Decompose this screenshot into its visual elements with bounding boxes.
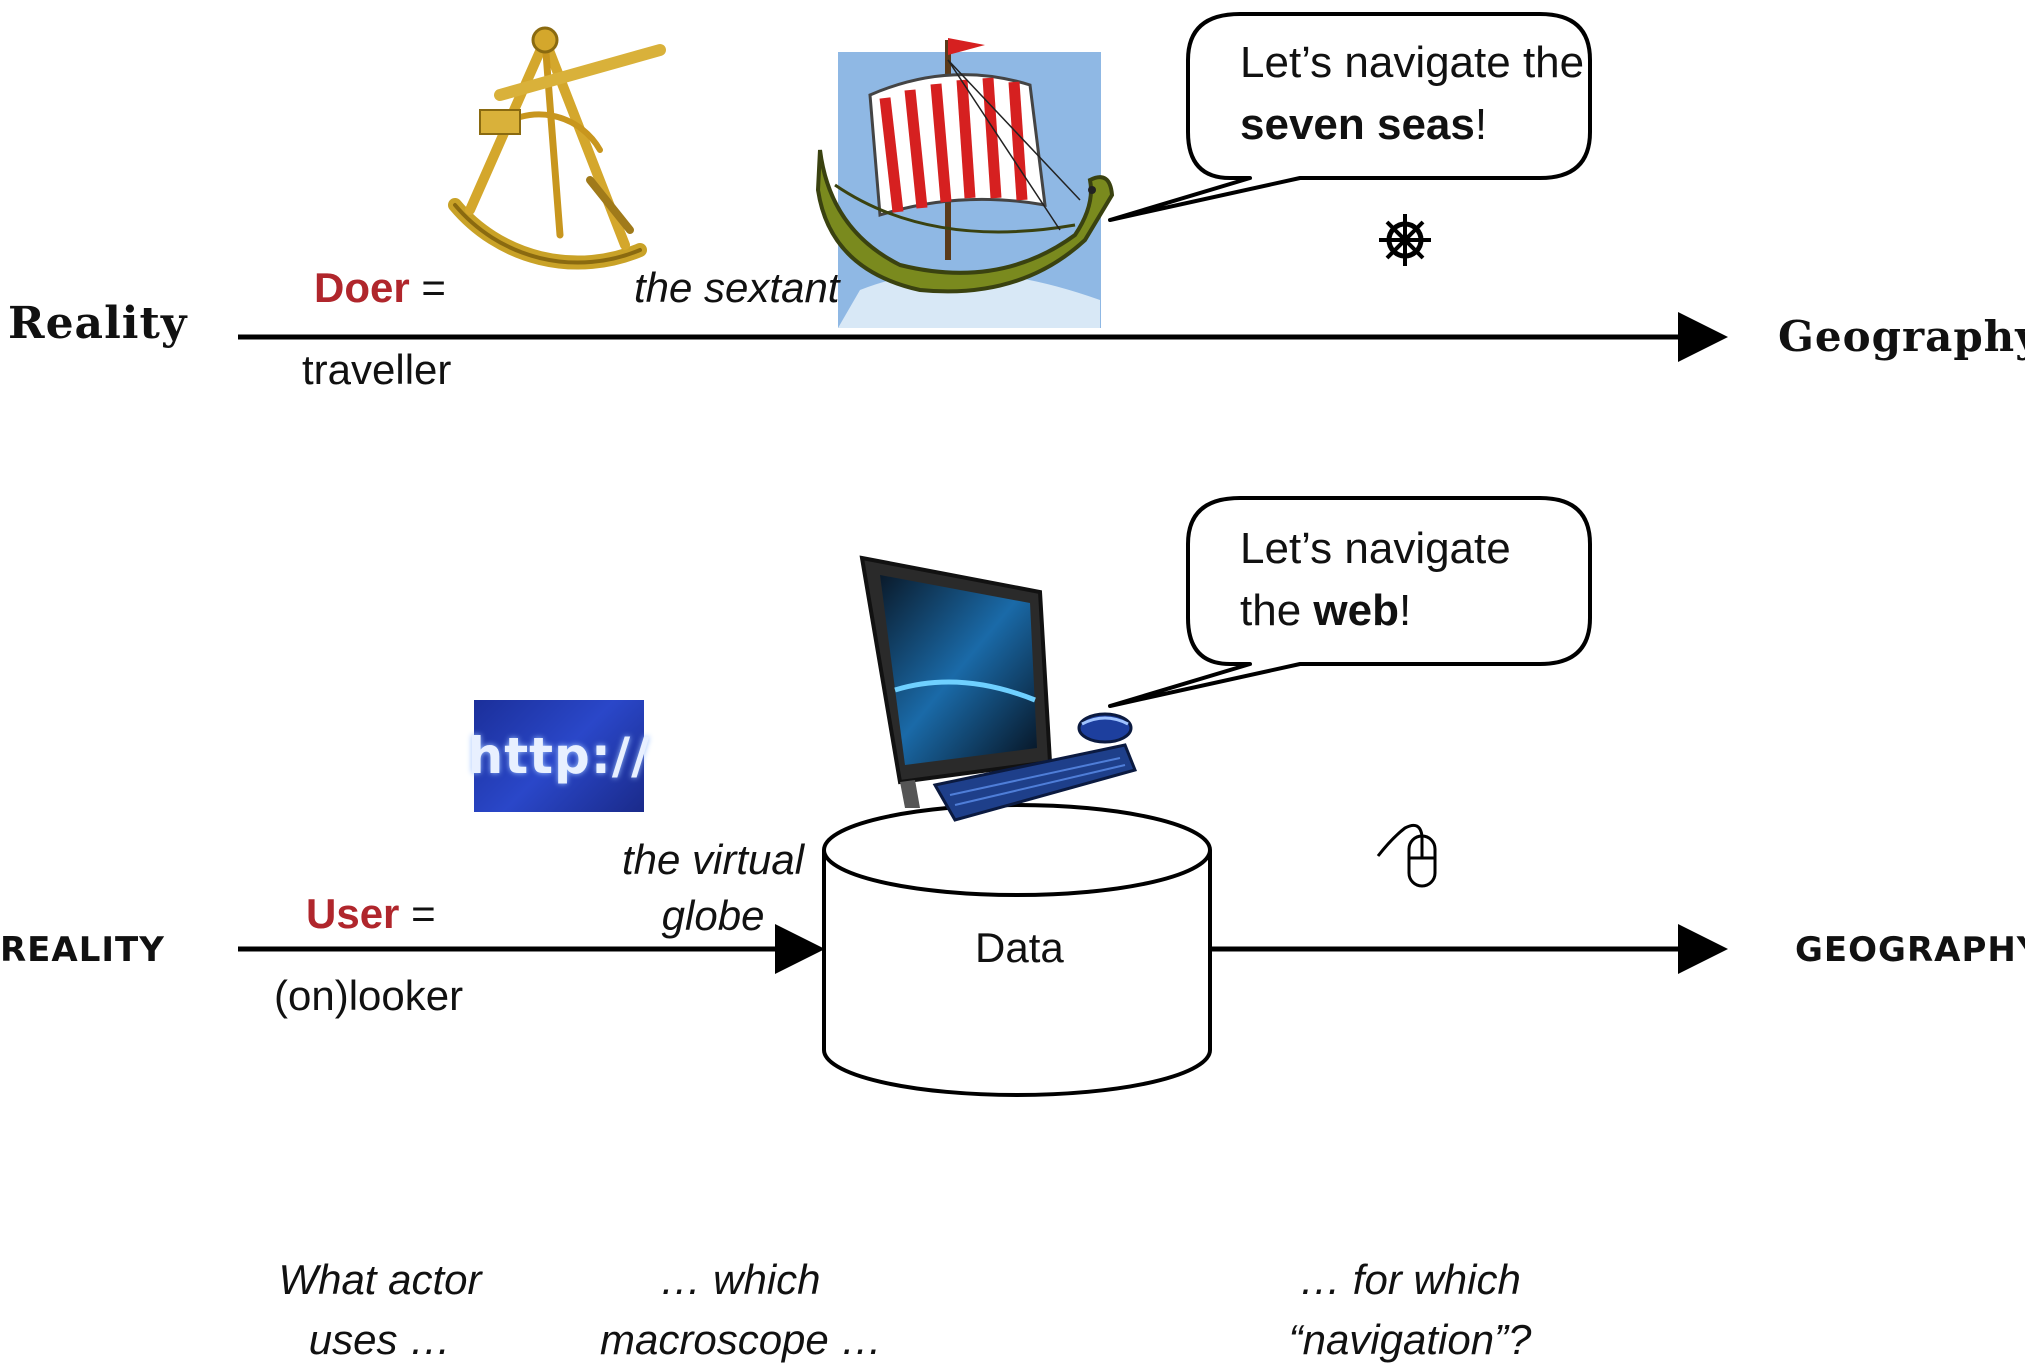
speech-bubble-top-line1: Let’s navigate the (1240, 38, 1585, 87)
doer-role-label: Doer (314, 264, 410, 311)
question-actor-line1: What actor (278, 1256, 482, 1303)
bubble-top-exclaim: ! (1474, 100, 1488, 149)
virtual-globe-line2: globe (661, 892, 765, 939)
top-actor-row: Doer = (314, 264, 446, 312)
speech-bubble-top-text: Let’s navigate the seven seas! (1240, 32, 1584, 156)
seven-seas-text: seven seas (1240, 100, 1475, 149)
bottom-actor-row: User = (306, 890, 436, 938)
speech-bubble-bottom-line1: Let’s navigate (1240, 524, 1511, 573)
http-text: http:// (467, 727, 651, 785)
computer-image (859, 555, 1138, 822)
data-label: Data (975, 924, 1064, 971)
question-macroscope-line2: macroscope … (600, 1316, 883, 1363)
question-macroscope-line1: … which (659, 1256, 821, 1303)
bottom-right-label: GEOGRAPHY (1795, 930, 2025, 970)
speech-bubble-bottom-text: Let’s navigate the web! (1240, 518, 1511, 642)
onlooker-label: (on)looker (274, 972, 464, 1019)
computer-mouse-icon (1376, 823, 1437, 888)
bottom-left-label: REALITY (0, 930, 165, 970)
question-actor-line2: uses … (308, 1316, 452, 1363)
sextant-image (448, 26, 666, 270)
user-equals: = (411, 890, 436, 937)
top-left-label: Reality (8, 298, 188, 349)
http-image: http:// (468, 700, 649, 812)
web-text: web (1313, 586, 1399, 635)
speech-bubble-bottom-line2: the web! (1240, 580, 1511, 642)
question-navigation: … for which “navigation”? (1270, 1250, 1550, 1370)
virtual-globe-line1: the virtual (622, 836, 805, 883)
data-cylinder (822, 803, 1212, 1097)
viking-ship-image (815, 38, 1115, 328)
speech-bubble-bottom (1108, 496, 1592, 708)
bubble-bottom-prefix: the (1240, 586, 1314, 635)
virtual-globe-label: the virtual globe (622, 832, 804, 944)
question-navigation-line1: … for which (1299, 1256, 1521, 1303)
traveller-label: traveller (302, 346, 452, 393)
question-macroscope: … which macroscope … (600, 1250, 883, 1370)
top-right-label: Geography (1778, 312, 2025, 361)
doer-equals: = (421, 264, 446, 311)
question-navigation-line2: “navigation”? (1288, 1316, 1532, 1363)
user-role-label: User (306, 890, 400, 937)
sextant-label: the sextant (634, 264, 840, 311)
bubble-bottom-exclaim: ! (1398, 586, 1412, 635)
ship-wheel-icon (1379, 214, 1431, 266)
speech-bubble-top-line2: seven seas! (1240, 94, 1584, 156)
question-actor: What actor uses … (270, 1250, 490, 1370)
speech-bubble-top (1108, 12, 1592, 222)
